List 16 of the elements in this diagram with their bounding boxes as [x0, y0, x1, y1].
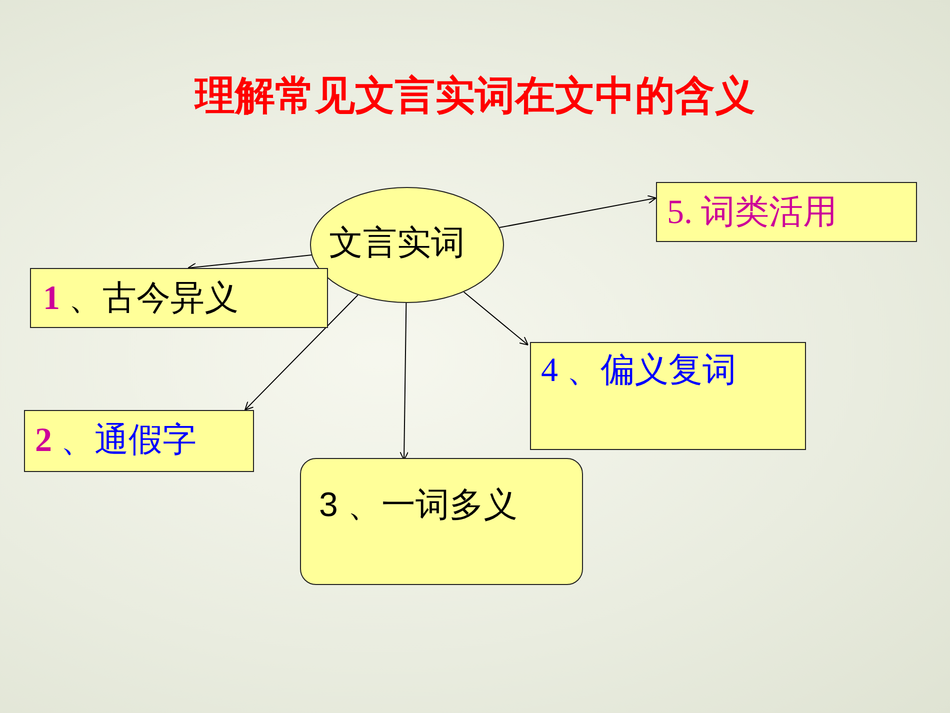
category-box [30, 268, 328, 328]
node-label: 2 、通假字 [35, 421, 198, 461]
category-box [300, 458, 583, 585]
category-box [656, 182, 917, 242]
node-label: 文言实词 [329, 224, 466, 264]
node-label: 1 、古今异义 [43, 279, 240, 319]
arrow [463, 292, 528, 346]
node-label: 3 、一词多义 [319, 485, 518, 526]
category-box [24, 410, 254, 472]
arrow [499, 195, 656, 228]
arrow [244, 294, 358, 410]
category-box [530, 342, 806, 450]
node-label: 4 、偏义复词 [541, 351, 738, 391]
node-label: 5. 词类活用 [667, 193, 838, 233]
title: 理解常见文言实词在文中的含义 [193, 72, 756, 120]
arrow [400, 302, 409, 460]
